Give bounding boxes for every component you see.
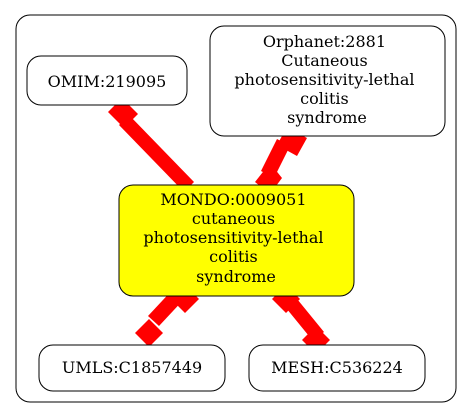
node-omim-label: OMIM:219095 (48, 72, 167, 91)
edge-mondo-umls (135, 285, 199, 347)
edge-orphanet-mondo (255, 127, 307, 194)
node-umls: UMLS:C1857449 (38, 344, 226, 392)
node-orphanet-label: Orphanet:2881 Cutaneous photosensitivity… (234, 32, 419, 127)
node-mesh: MESH:C536224 (248, 344, 426, 392)
edge-mondo-mesh (272, 285, 330, 354)
node-mesh-label: MESH:C536224 (271, 358, 403, 377)
node-umls-label: UMLS:C1857449 (62, 358, 202, 377)
node-mondo: MONDO:0009051 cutaneous photosensitivity… (118, 184, 355, 297)
node-orphanet: Orphanet:2881 Cutaneous photosensitivity… (209, 25, 446, 137)
node-omim: OMIM:219095 (26, 55, 188, 106)
edge-omim-mondo (108, 98, 197, 210)
edges (108, 98, 330, 354)
node-mondo-label: MONDO:0009051 cutaneous photosensitivity… (143, 190, 328, 286)
